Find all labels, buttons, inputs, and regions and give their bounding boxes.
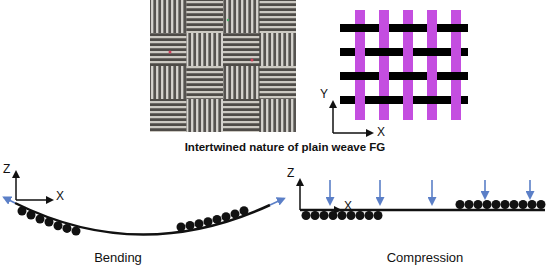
force-arrow: [431, 180, 433, 204]
weft-over: [379, 96, 389, 104]
weft-over: [451, 24, 461, 32]
yarn-dot: [465, 200, 474, 209]
axis-arrow: [333, 132, 372, 134]
weft-over: [355, 24, 365, 32]
weft-over: [403, 24, 413, 32]
force-arrow: [484, 180, 486, 198]
axis-label: X: [56, 190, 64, 204]
axis-arrow: [15, 172, 17, 200]
axis-label: X: [377, 126, 385, 140]
yarn-dot: [356, 211, 365, 220]
bending-sketch: [4, 172, 284, 236]
yarn-dot: [519, 200, 528, 209]
yarn-dot: [186, 221, 195, 230]
axis-label: Z: [3, 163, 10, 177]
yarn-dot: [483, 200, 492, 209]
force-arrow: [4, 198, 15, 204]
yarn-dot: [177, 223, 186, 232]
axis-label: X: [344, 200, 352, 214]
weft-over: [379, 48, 389, 56]
weft-bar: [340, 72, 468, 80]
weft-over: [427, 96, 437, 104]
yarn-dot: [204, 217, 213, 226]
yarn-dot: [222, 212, 231, 221]
axis-arrow: [16, 199, 52, 201]
yarn-dot: [365, 211, 374, 220]
compression-sketch: [300, 180, 546, 220]
photo-speck: [169, 51, 172, 54]
axis-arrow: [299, 180, 301, 210]
yarn-dots: [302, 200, 546, 220]
panel-label: Bending: [94, 251, 142, 266]
yarn-dot: [311, 211, 320, 220]
yarn-dot: [45, 218, 54, 227]
weave-grid: [333, 10, 468, 133]
warp-bar: [379, 10, 389, 120]
yarn-dot: [528, 200, 537, 209]
yarn-dot: [72, 227, 81, 236]
yarn-dot: [213, 215, 222, 224]
yarn-dot: [492, 200, 501, 209]
yarn-dot: [63, 224, 72, 233]
yarn-dot: [320, 211, 329, 220]
yarn-dot: [374, 211, 383, 220]
warp-bar: [427, 10, 437, 120]
yarn-dot: [36, 215, 45, 224]
warp-bar: [355, 10, 365, 120]
bent-beam: [15, 203, 270, 235]
warp-bar: [451, 10, 461, 120]
yarn-dot: [18, 207, 27, 216]
yarn-dot: [510, 200, 519, 209]
photo-ground: [150, 0, 296, 132]
flat-beam: [300, 209, 545, 212]
yarn-dot: [54, 221, 63, 230]
yarn-dot: [231, 209, 240, 218]
force-arrow: [329, 180, 331, 204]
yarn-dots: [18, 206, 249, 235]
axis-label: Z: [287, 167, 294, 181]
panel-label: Compression: [387, 251, 464, 266]
force-arrow: [379, 180, 381, 204]
weft-over: [427, 48, 437, 56]
force-arrow: [529, 180, 531, 198]
weft-over: [403, 72, 413, 80]
photo-shade: [150, 0, 296, 132]
yarn-dot: [474, 200, 483, 209]
fabric-photo: [150, 0, 296, 132]
yarn-dot: [27, 211, 36, 220]
yarn-dot: [501, 200, 510, 209]
axis-arrow: [332, 102, 334, 133]
weft-bar: [340, 24, 468, 32]
weft-over: [451, 72, 461, 80]
figure-heading: Intertwined nature of plain weave FG: [185, 141, 386, 154]
force-arrow: [270, 199, 284, 206]
warp-bar: [403, 10, 413, 120]
yarn-dot: [537, 200, 546, 209]
photo-speck: [227, 19, 229, 21]
yarn-dot: [240, 206, 249, 215]
yarn-dot: [302, 211, 311, 220]
axis-label: Y: [320, 88, 328, 102]
photo-speck: [251, 59, 254, 62]
weft-over: [355, 72, 365, 80]
yarn-dot: [195, 219, 204, 228]
yarn-dot: [456, 200, 465, 209]
yarn-dot: [329, 211, 338, 220]
